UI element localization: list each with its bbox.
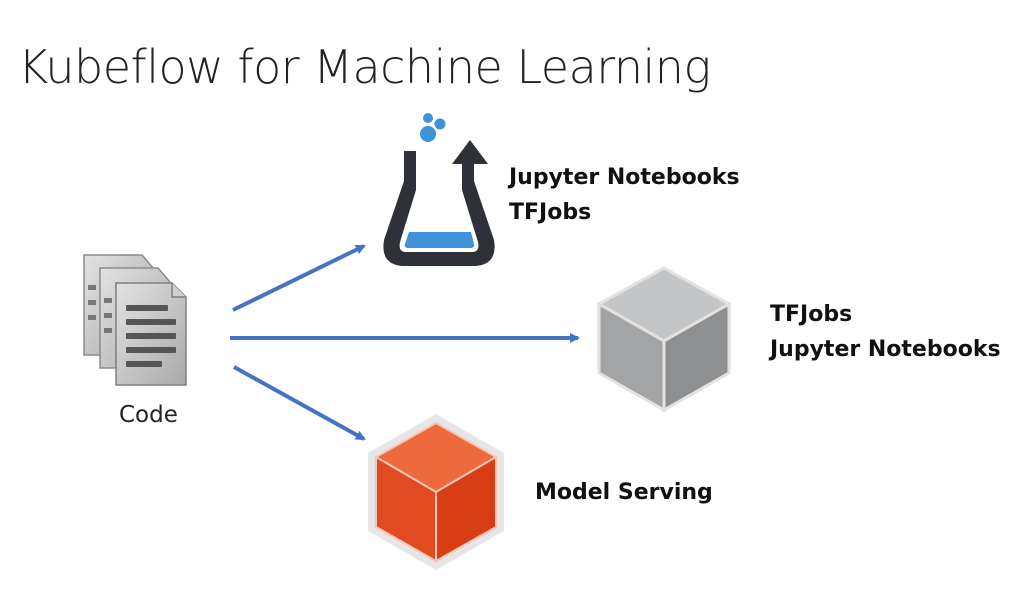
jupyter-target-line-1: Jupyter Notebooks xyxy=(509,165,740,190)
model-serving-target-label: Model Serving xyxy=(535,475,713,510)
page-title: Kubeflow for Machine Learning xyxy=(18,40,711,94)
gray-cube-target-line-1: TFJobs xyxy=(770,302,853,327)
orange-cube-icon xyxy=(368,414,504,570)
gray-cube-target-label: TFJobs Jupyter Notebooks xyxy=(770,297,1001,367)
arrow-to-jupyter xyxy=(232,244,366,312)
jupyter-target-line-2: TFJobs xyxy=(509,200,592,225)
jupyter-flask-icon xyxy=(383,113,495,266)
code-files-icon xyxy=(83,254,187,386)
gray-cube-target-line-2: Jupyter Notebooks xyxy=(770,337,1001,362)
gray-cube-icon xyxy=(595,266,733,413)
code-label: Code xyxy=(119,402,178,428)
jupyter-target-label: Jupyter Notebooks TFJobs xyxy=(509,160,740,230)
model-serving-target-line-1: Model Serving xyxy=(535,480,713,505)
arrow-to-model-serving xyxy=(233,365,366,441)
